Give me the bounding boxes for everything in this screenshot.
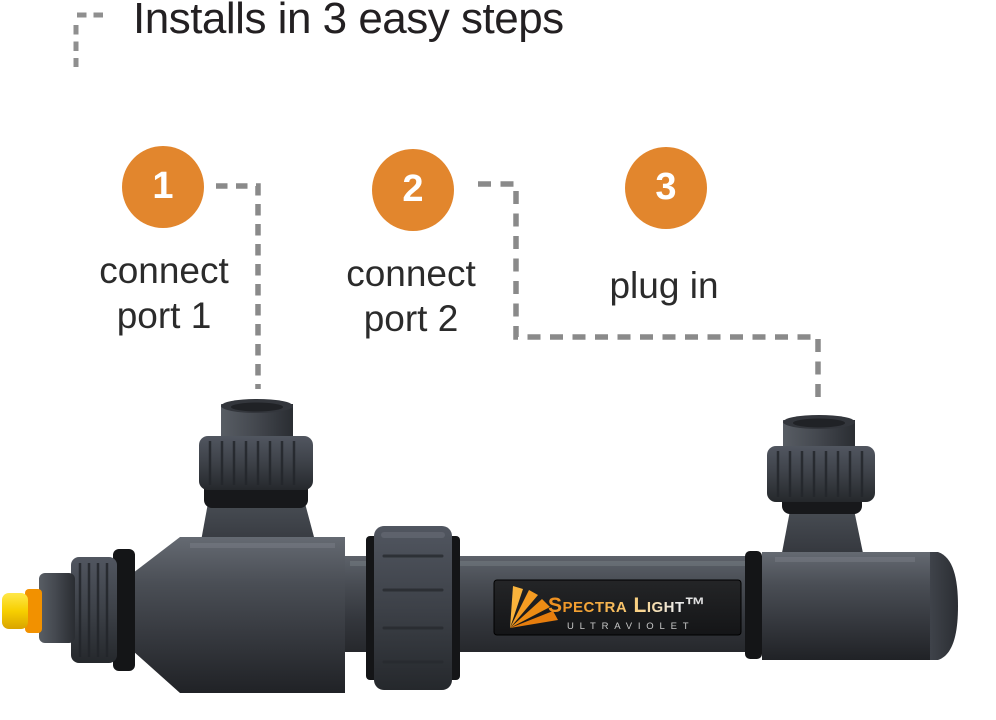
- step-2-label: connect port 2: [346, 253, 476, 339]
- right-end-cap: [930, 552, 958, 660]
- leader-line-port1: [216, 183, 261, 389]
- outlet-nut-ridges: [776, 451, 864, 497]
- outlet-stub-opening: [793, 418, 845, 428]
- step-2-badge: 2: [372, 149, 454, 231]
- chamber-tube-highlight: [350, 561, 910, 566]
- right-tee-highlight: [775, 557, 915, 562]
- left-tee-body: [133, 537, 345, 693]
- right-tee-body: [762, 552, 934, 660]
- title-corner-dashes-icon: [73, 12, 106, 67]
- coupling-slots: [382, 554, 444, 664]
- lamp-gland-nut: [71, 557, 117, 663]
- lamp-gland-ridges: [78, 563, 109, 657]
- page-title: Installs in 3 easy steps: [133, 0, 564, 43]
- uv-sterilizer-photo: Spectra Light™ ULTRAVIOLET: [2, 399, 958, 693]
- brand-rays-icon: [510, 586, 558, 628]
- step-3-label: plug in: [609, 265, 719, 306]
- outlet-union-nut: [767, 446, 875, 502]
- outlet-port-fitting: [762, 415, 958, 660]
- coupling-highlight: [381, 532, 445, 538]
- inlet-stub-opening: [231, 402, 283, 412]
- brand-name-text: Spectra Light™: [548, 594, 706, 617]
- lamp-plug-tip: [2, 593, 28, 629]
- right-clip-ring: [745, 551, 762, 659]
- lamp-end-assembly: [2, 549, 135, 671]
- brand-label-plate: Spectra Light™ ULTRAVIOLET: [493, 579, 742, 636]
- step-1-badge: 1: [122, 146, 204, 228]
- middle-union-coupling: [366, 526, 460, 690]
- step-3-badge: 3: [625, 147, 707, 229]
- left-tee-highlight: [190, 543, 335, 548]
- coupling-body: [374, 526, 452, 690]
- lamp-orange-ring: [25, 589, 42, 633]
- lamp-end-ring: [113, 549, 135, 671]
- step-1-label: connect port 1: [99, 250, 229, 336]
- brand-subtitle-text: ULTRAVIOLET: [567, 621, 694, 632]
- leader-line-port2: [478, 181, 821, 404]
- lamp-collar: [39, 573, 75, 643]
- inlet-nut-ridges: [208, 441, 296, 485]
- outlet-riser: [781, 500, 864, 558]
- inlet-union-nut: [199, 436, 313, 490]
- inlet-port-fitting: [133, 399, 345, 693]
